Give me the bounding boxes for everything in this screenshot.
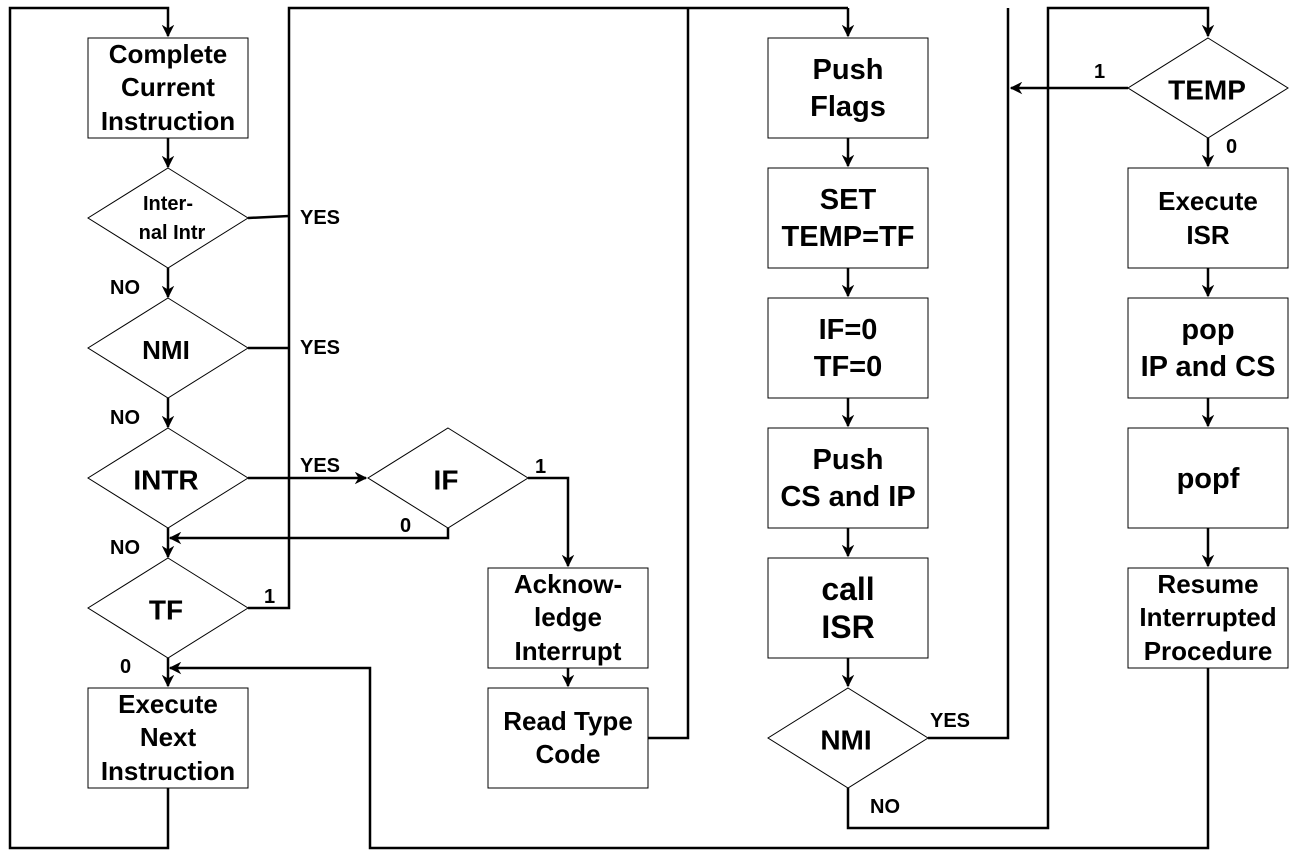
label-intr-no: NO — [110, 537, 140, 559]
execute-isr-box: Execute ISR — [1127, 167, 1289, 269]
if-tf-zero-box: IF=0 TF=0 — [767, 297, 929, 399]
pop-ip-cs-line-1: pop — [1181, 314, 1234, 346]
label-tf-one: 1 — [264, 586, 275, 608]
label-temp-one: 1 — [1094, 61, 1105, 83]
label-nmi-after-yes: YES — [930, 710, 970, 732]
set-temp-line-2: TEMP=TF — [782, 221, 915, 253]
resume-line-1: Resume — [1157, 569, 1258, 599]
edge-labels: YES NO YES NO YES NO 1 0 1 0 YES NO 1 0 — [110, 61, 1237, 818]
read-type-code-box: Read Type Code — [487, 687, 649, 789]
wire-if-one — [528, 476, 575, 568]
resume-procedure-box: Resume Interrupted Procedure — [1127, 567, 1289, 669]
read-type-line-1: Read Type — [503, 706, 633, 736]
pop-ip-cs-box: pop IP and CS — [1127, 297, 1289, 399]
push-flags-box: Push Flags — [767, 37, 929, 139]
wire-nmi-after-yes — [928, 8, 1010, 740]
label-nmi-after-no: NO — [870, 796, 900, 818]
popf-box: popf — [1127, 427, 1289, 529]
wire-if-zero — [168, 528, 450, 545]
nmi-after-label: NMI — [820, 725, 871, 756]
nodes: Complete Current Instruction Inter- nal … — [87, 37, 1289, 789]
pop-ip-cs-line-2: IP and CS — [1141, 351, 1276, 383]
complete-current-line-3: Instruction — [101, 106, 235, 136]
if-decision: IF — [367, 427, 529, 529]
complete-current-line-2: Current — [121, 72, 215, 102]
execute-isr-line-2: ISR — [1186, 220, 1230, 250]
resume-line-2: Interrupted — [1139, 602, 1276, 632]
wire-resume-return — [168, 661, 1210, 850]
set-temp-box: SET TEMP=TF — [767, 167, 929, 269]
label-nmi-yes: YES — [300, 337, 340, 359]
wire-nmi-after-no — [846, 6, 1215, 830]
label-if-zero: 0 — [400, 515, 411, 537]
push-cs-ip-line-1: Push — [813, 444, 884, 476]
if-tf-zero-line-1: IF=0 — [819, 314, 878, 346]
call-isr-line-1: call — [821, 571, 874, 607]
popf-label: popf — [1177, 463, 1240, 495]
acknowledge-line-3: Interrupt — [515, 636, 622, 666]
execute-next-instruction-box: Execute Next Instruction — [87, 687, 249, 789]
if-tf-zero-line-2: TF=0 — [814, 351, 883, 383]
internal-intr-decision: Inter- nal Intr — [87, 167, 249, 269]
complete-current-line-1: Complete — [109, 39, 227, 69]
nmi-label: NMI — [142, 335, 190, 365]
tf-label: TF — [149, 595, 183, 626]
intr-label: INTR — [133, 465, 198, 496]
wire-internal-yes — [247, 214, 290, 220]
execute-next-line-3: Instruction — [101, 756, 235, 786]
push-cs-ip-box: Push CS and IP — [767, 427, 929, 529]
call-isr-line-2: ISR — [821, 609, 874, 645]
nmi-after-decision: NMI — [767, 687, 929, 789]
internal-intr-line-1: Inter- — [143, 193, 193, 215]
wire-loop-left — [8, 6, 175, 850]
call-isr-box: call ISR — [767, 557, 929, 659]
execute-next-line-2: Next — [140, 722, 197, 752]
label-temp-zero: 0 — [1226, 136, 1237, 158]
set-temp-line-1: SET — [820, 184, 877, 216]
temp-label: TEMP — [1168, 75, 1246, 106]
label-if-one: 1 — [535, 456, 546, 478]
if-label: IF — [434, 465, 459, 496]
label-internal-yes: YES — [300, 207, 340, 229]
read-type-line-2: Code — [536, 739, 601, 769]
nmi-decision: NMI — [87, 297, 249, 399]
acknowledge-line-1: Acknow- — [514, 569, 622, 599]
connectors — [8, 6, 1215, 850]
label-nmi-no: NO — [110, 407, 140, 429]
push-flags-line-1: Push — [813, 54, 884, 86]
push-cs-ip-line-2: CS and IP — [780, 481, 915, 513]
resume-line-3: Procedure — [1144, 636, 1273, 666]
wire-tf-one — [248, 6, 848, 610]
internal-intr-line-2: nal Intr — [139, 222, 206, 244]
label-intr-yes: YES — [300, 455, 340, 477]
label-internal-no: NO — [110, 277, 140, 299]
acknowledge-line-2: ledge — [534, 602, 602, 632]
tf-decision: TF — [87, 557, 249, 659]
temp-decision: TEMP — [1127, 37, 1289, 139]
wire-read-to-top — [648, 8, 690, 740]
execute-next-line-1: Execute — [118, 689, 218, 719]
acknowledge-interrupt-box: Acknow- ledge Interrupt — [487, 567, 649, 669]
push-flags-line-2: Flags — [810, 91, 886, 123]
complete-current-instruction-box: Complete Current Instruction — [87, 37, 249, 139]
execute-isr-line-1: Execute — [1158, 186, 1258, 216]
intr-decision: INTR — [87, 427, 249, 529]
label-tf-zero: 0 — [120, 656, 131, 678]
